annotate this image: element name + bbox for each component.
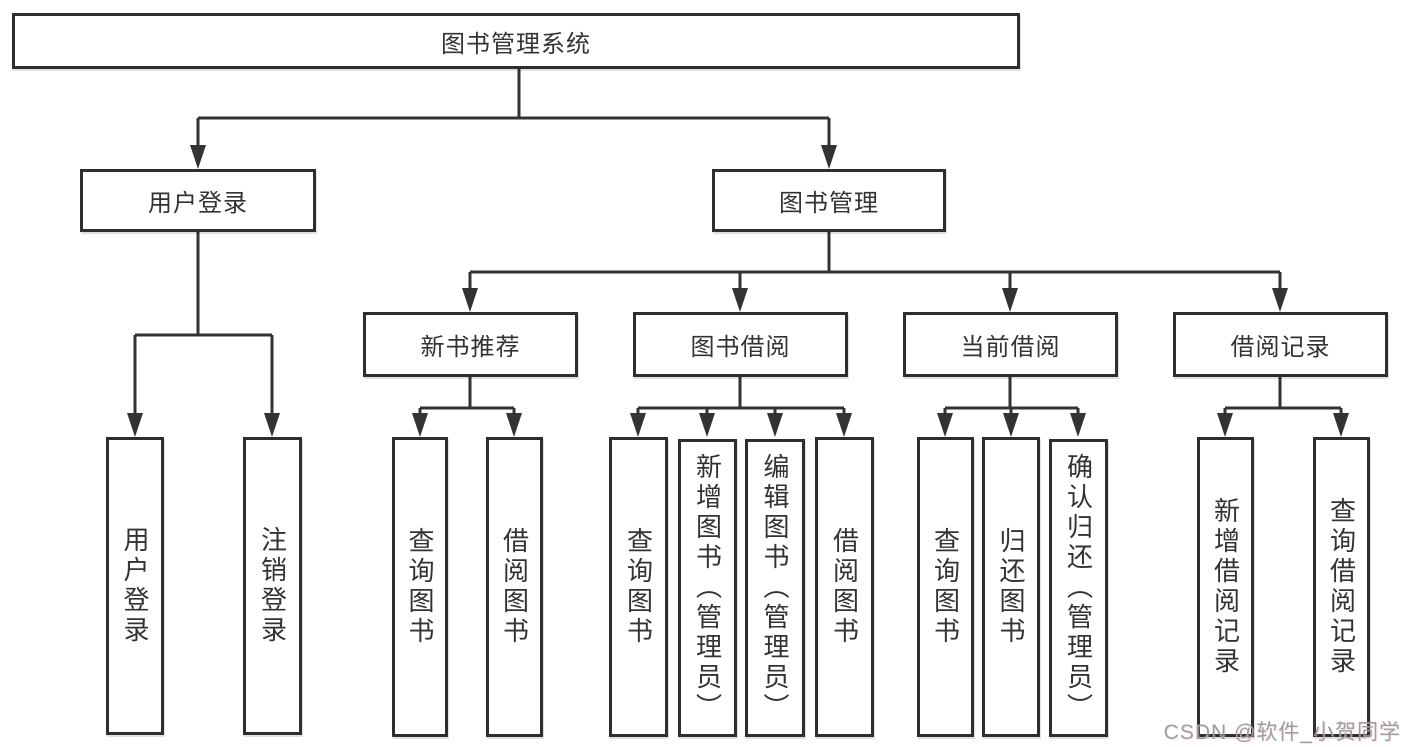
leaf-search-borrow-record: 查询借阅记录 xyxy=(1313,437,1370,737)
leaf-logout: 注销登录 xyxy=(243,437,302,735)
watermark: CSDN @软件_小贺同学 xyxy=(1163,721,1401,744)
leaf-return-books: 归还图书 xyxy=(982,437,1040,737)
node-borrowing-records: 借阅记录 xyxy=(1173,312,1388,377)
leaf-confirm-return-admin: 确认归还（管理员） xyxy=(1049,439,1108,737)
leaf-borrow-books-recommend: 借阅图书 xyxy=(486,437,543,737)
leaf-edit-books-admin-label: 编辑图书（管理员） xyxy=(760,453,790,723)
node-library-management-system: 图书管理系统 xyxy=(12,13,1020,69)
leaf-add-borrow-record: 新增借阅记录 xyxy=(1197,437,1254,737)
leaf-return-books-label: 归还图书 xyxy=(996,527,1026,647)
leaf-search-books-recommend-label: 查询图书 xyxy=(405,527,435,647)
connector-paths xyxy=(133,69,1343,420)
leaf-search-books-current: 查询图书 xyxy=(917,437,974,737)
leaf-borrow-books: 借阅图书 xyxy=(815,437,874,737)
leaf-search-borrow-record-label: 查询借阅记录 xyxy=(1326,497,1357,677)
node-current-borrowing: 当前借阅 xyxy=(903,312,1118,377)
node-book-borrowing: 图书借阅 xyxy=(633,312,848,377)
leaf-add-books-admin: 新增图书（管理员） xyxy=(678,439,737,737)
leaf-confirm-return-admin-label: 确认归还（管理员） xyxy=(1063,453,1094,723)
arrowheads xyxy=(127,145,1349,437)
leaf-user-login-label: 用户登录 xyxy=(120,526,150,646)
leaf-search-books-current-label: 查询图书 xyxy=(930,527,961,647)
node-user-login: 用户登录 xyxy=(80,169,316,232)
leaf-borrow-books-recommend-label: 借阅图书 xyxy=(499,527,530,647)
leaf-borrow-books-label: 借阅图书 xyxy=(829,527,860,647)
leaf-search-books-recommend: 查询图书 xyxy=(392,437,448,737)
leaf-search-books-borrow-label: 查询图书 xyxy=(623,527,654,647)
leaf-logout-label: 注销登录 xyxy=(257,526,288,646)
leaf-user-login: 用户登录 xyxy=(106,437,164,735)
leaf-add-books-admin-label: 新增图书（管理员） xyxy=(692,453,723,723)
leaf-search-books-borrow: 查询图书 xyxy=(609,437,668,737)
leaf-edit-books-admin: 编辑图书（管理员） xyxy=(745,439,805,737)
node-new-book-recommendation: 新书推荐 xyxy=(363,312,578,377)
node-book-management: 图书管理 xyxy=(712,169,946,232)
leaf-add-borrow-record-label: 新增借阅记录 xyxy=(1210,497,1241,677)
